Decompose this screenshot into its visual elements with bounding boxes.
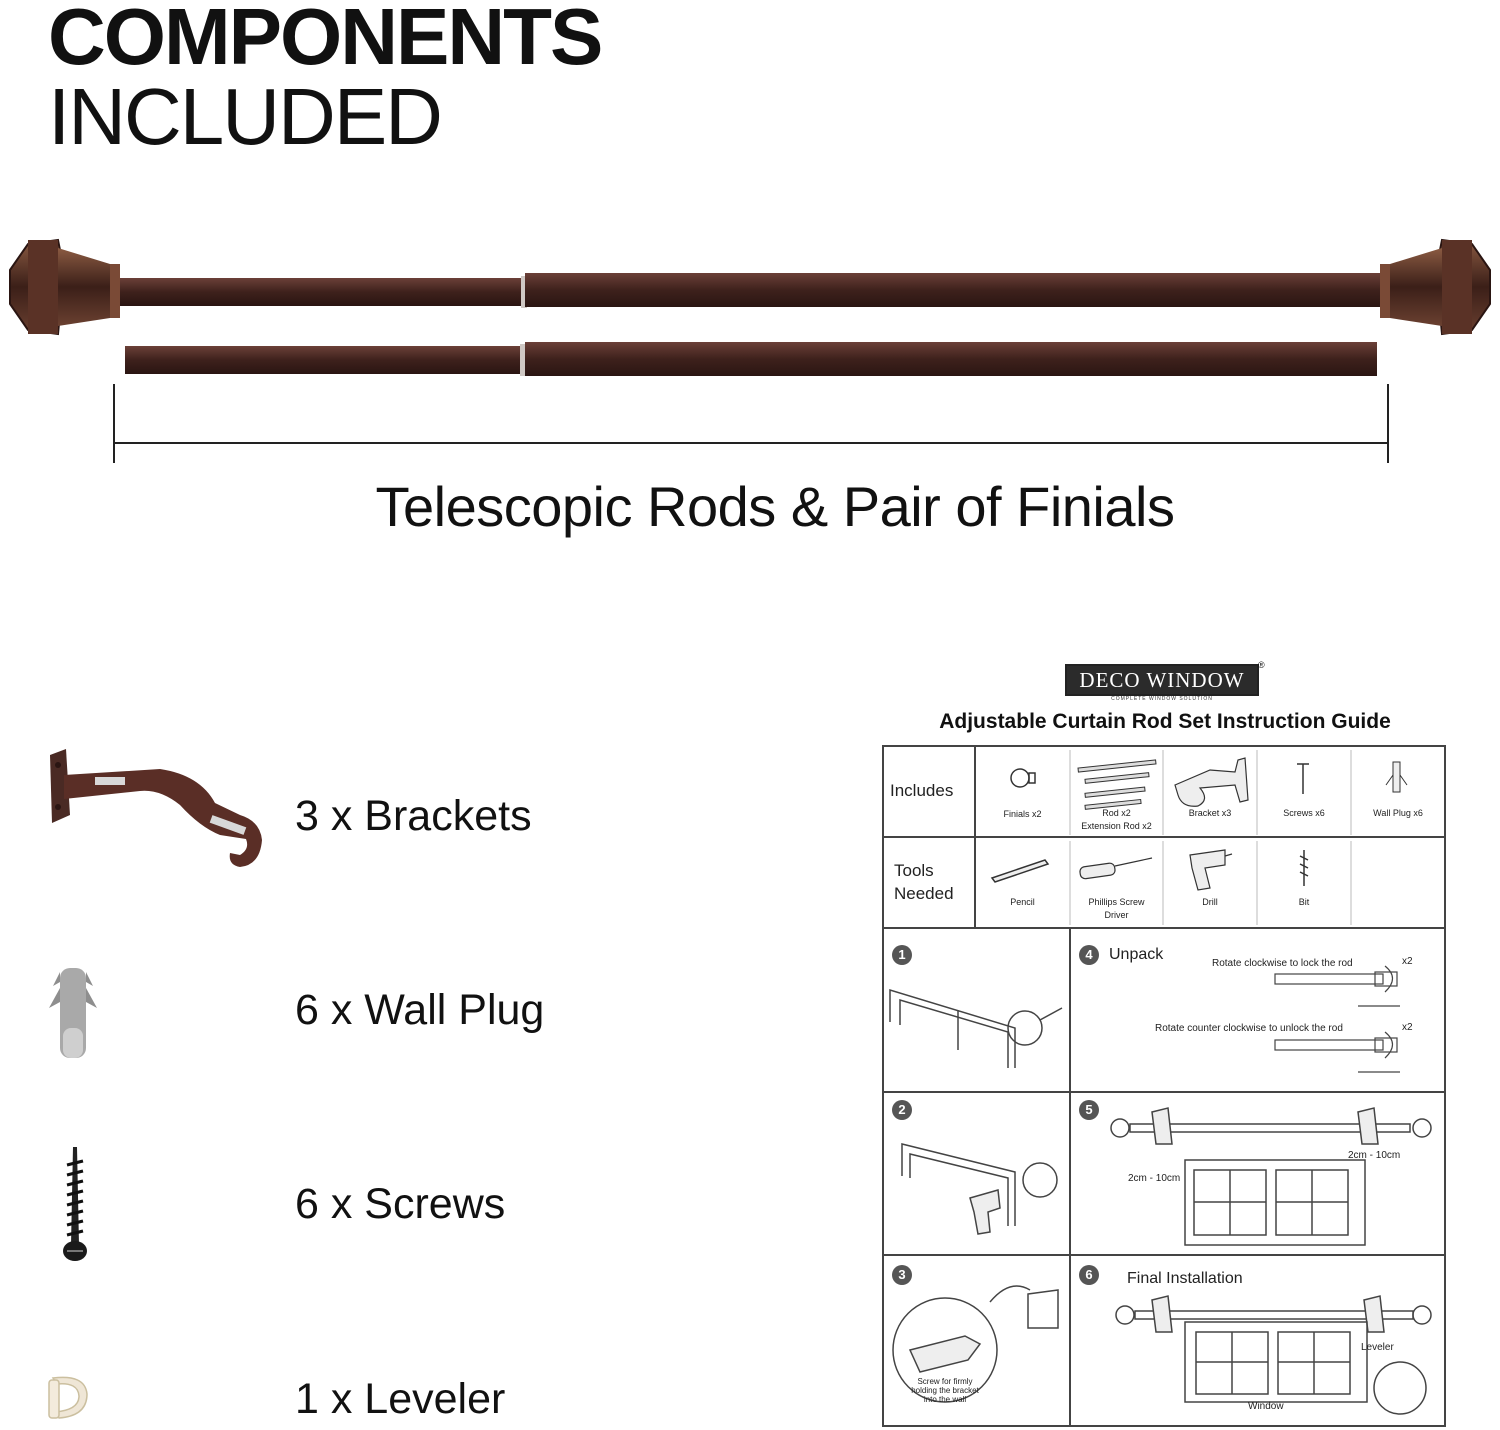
screwdriver-small-icon [1079, 857, 1153, 880]
rods-caption: Telescopic Rods & Pair of Finials [375, 475, 1175, 538]
include-extension-rod: Extension Rod x2 [1081, 821, 1152, 831]
finial-small-icon [1010, 768, 1036, 788]
step-1-badge: 1 [892, 945, 912, 965]
step-5-badge: 5 [1079, 1100, 1099, 1120]
lock-x2: x2 [1402, 956, 1413, 967]
step-6-badge: 6 [1079, 1265, 1099, 1285]
leveler-label: Leveler [1361, 1342, 1394, 1353]
telescopic-rods-illustration [9, 238, 1491, 463]
instruction-guide: DECO WINDOW ® COMPLETE WINDOW SOLUTION A… [880, 660, 1450, 1430]
include-wall-plug: Wall Plug x6 [1373, 808, 1423, 818]
unlock-x2: x2 [1402, 1022, 1413, 1033]
wall-plug-icon [49, 968, 97, 1058]
bracket-small-icon [1174, 757, 1249, 807]
brand-tagline: COMPLETE WINDOW SOLUTION [1111, 696, 1213, 702]
unlock-instruction: Rotate counter clockwise to unlock the r… [1155, 1023, 1343, 1034]
screw-note-3: into the wall [923, 1395, 967, 1404]
step-6-title: Final Installation [1127, 1270, 1243, 1287]
step4-illustration [1274, 965, 1400, 1073]
screw-note-1: Screw for firmly [917, 1377, 973, 1386]
includes-label: Includes [890, 781, 954, 800]
component-leveler-label: 1 x Leveler [295, 1375, 506, 1423]
screw-note-2: holding the bracket [911, 1386, 979, 1395]
step6-illustration [1115, 1295, 1432, 1415]
screw-icon [63, 1147, 87, 1261]
drill-small-icon [1189, 849, 1233, 891]
right-finial [1380, 238, 1491, 336]
guide-title: Adjustable Curtain Rod Set Instruction G… [939, 710, 1391, 733]
guide-grid [882, 745, 1446, 1427]
bit-small-icon [1299, 850, 1309, 886]
wall-plug-small-icon [1385, 761, 1408, 793]
include-rod: Rod x2 [1102, 808, 1131, 818]
tool-driver: Driver [1104, 910, 1129, 920]
step1-illustration [889, 988, 1063, 1068]
step2-illustration [901, 1143, 1058, 1235]
tools-label-2: Needed [894, 884, 954, 903]
step3-illustration [892, 1285, 1059, 1403]
registered-mark: ® [1258, 660, 1265, 670]
component-wall-plug-label: 6 x Wall Plug [295, 986, 545, 1034]
tool-phillips-screw: Phillips Screw [1088, 897, 1145, 907]
brand-logo: DECO WINDOW [1065, 664, 1259, 696]
gap-left-label: 2cm - 10cm [1128, 1173, 1181, 1184]
window-label: Window [1248, 1401, 1284, 1412]
lower-rod [125, 342, 1377, 376]
step5-illustration [1110, 1107, 1432, 1246]
gap-right-label: 2cm - 10cm [1348, 1150, 1401, 1161]
tools-label-1: Tools [894, 861, 934, 880]
step-3-badge: 3 [892, 1265, 912, 1285]
component-screws-label: 6 x Screws [295, 1180, 506, 1228]
leveler-icon [48, 1376, 88, 1419]
tool-pencil: Pencil [1010, 897, 1035, 907]
tool-bit: Bit [1298, 897, 1310, 907]
rods-small-icon [1077, 759, 1157, 810]
bracket-icon [50, 749, 262, 867]
left-finial [9, 238, 120, 336]
upper-rod [110, 273, 1385, 308]
include-screws: Screws x6 [1283, 808, 1325, 818]
tool-drill: Drill [1202, 897, 1218, 907]
step-4-title: Unpack [1109, 946, 1164, 963]
lock-instruction: Rotate clockwise to lock the rod [1212, 958, 1353, 969]
length-dimension-line [113, 384, 1389, 463]
component-brackets-label: 3 x Brackets [295, 792, 532, 840]
include-finials: Finials x2 [1003, 809, 1042, 819]
pencil-small-icon [990, 859, 1050, 883]
include-bracket: Bracket x3 [1188, 808, 1232, 818]
step-2-badge: 2 [892, 1100, 912, 1120]
step-4-badge: 4 [1079, 945, 1099, 965]
page-title-line1: COMPONENTS [48, 0, 603, 81]
screw-small-icon [1297, 763, 1309, 794]
page-title-line2: INCLUDED [48, 72, 443, 161]
